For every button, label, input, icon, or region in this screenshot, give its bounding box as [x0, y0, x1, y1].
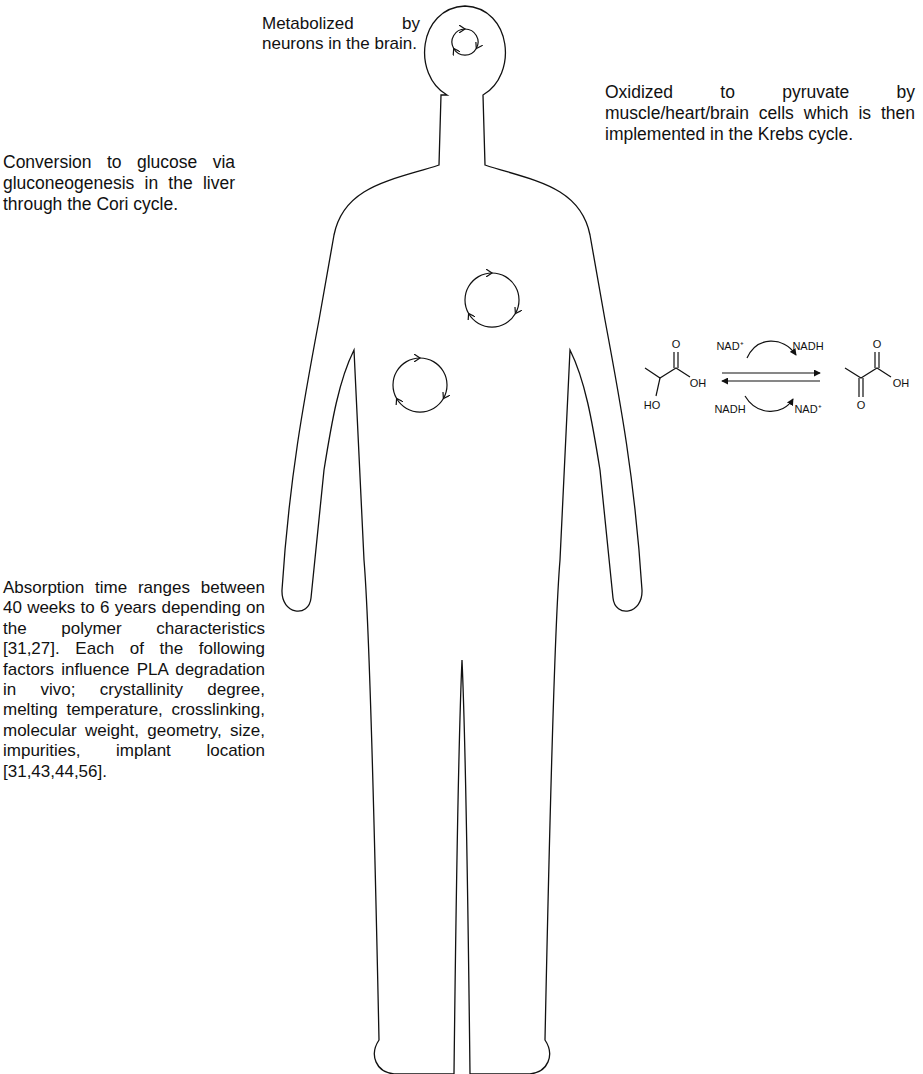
annotation-text: Oxidized to pyruvate by muscle/heart/bra…	[605, 82, 915, 145]
body-outline	[282, 6, 642, 1074]
atom-label: O	[857, 400, 866, 411]
pyruvic-acid-structure	[845, 352, 891, 397]
annotation-text: Conversion to glucose via gluconeogenesi…	[3, 152, 235, 215]
cofactor-label: NADH	[714, 404, 745, 415]
equilibrium-arrows	[722, 341, 820, 411]
cycle-icon	[452, 29, 478, 55]
cofactor-label: NAD⁺	[716, 341, 743, 352]
atom-label: OH	[893, 378, 910, 389]
cycle-icon	[465, 273, 519, 327]
cofactor-label: NADH	[792, 341, 823, 352]
atom-label: O	[672, 339, 681, 350]
annotation-text: Metabolized by neurons in the brain.	[262, 14, 420, 55]
lactic-acid-structure	[645, 352, 690, 396]
atom-label: OH	[690, 378, 707, 389]
cycle-icon	[393, 358, 447, 412]
annotation-text: Absorption time ranges between 40 weeks …	[3, 578, 265, 782]
atom-label: HO	[644, 400, 661, 411]
atom-label: O	[873, 339, 882, 350]
cofactor-label: NAD⁺	[794, 404, 821, 415]
